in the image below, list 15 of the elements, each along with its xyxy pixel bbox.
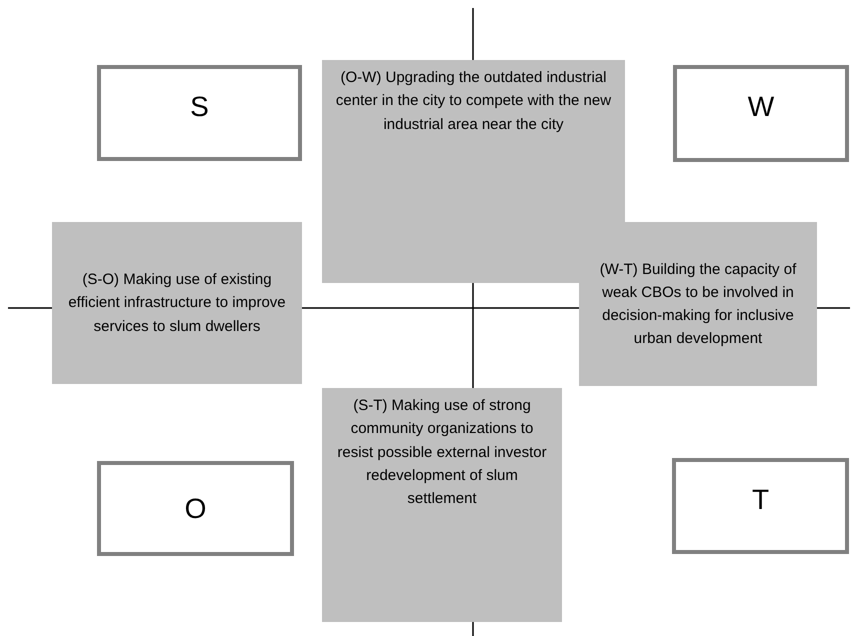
quadrant-letter: T [752, 484, 770, 516]
letter-box [97, 65, 302, 161]
letter-box [97, 461, 294, 556]
strategy-text: (S-T) Making use of strong community organizations to resist possible external investor redevelopment of slum settlement [336, 396, 548, 509]
quadrant-letter: W [748, 91, 774, 123]
strategy-text: (O-W) Upgrading the outdated industrial center in the city to compete with the new industrial area near the city [334, 68, 612, 134]
letter-box [673, 65, 849, 162]
quadrant-letter: S [190, 91, 209, 123]
strategy-box [579, 222, 817, 386]
letter-box [672, 458, 849, 554]
strategy-box [52, 222, 302, 384]
strategy-text: (S-O) Making use of existing efficient infrastructure to improve services to slum dwellers [67, 270, 287, 337]
quadrant-letter: O [184, 492, 206, 524]
strategy-text: (W-T) Building the capacity of weak CBOs to be involved in decision-making for inclusive urban development [598, 260, 798, 350]
strategy-box [322, 388, 562, 622]
